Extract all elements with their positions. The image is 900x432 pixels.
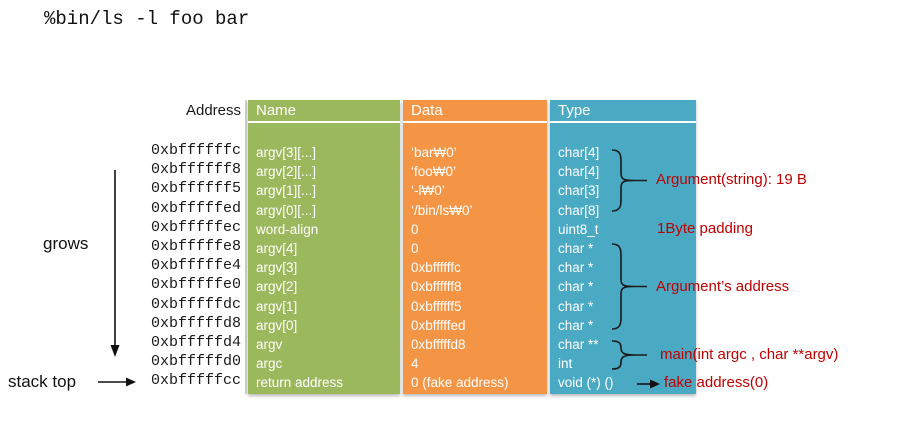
- data-cell: 0: [411, 240, 419, 256]
- annotation-argument-string: Argument(string): 19 B: [656, 171, 807, 188]
- data-cell: 4: [411, 356, 419, 372]
- type-cell: char *: [558, 317, 594, 333]
- type-cell: uint8_t: [558, 221, 599, 237]
- address-cell: 0xbfffffd4: [150, 333, 241, 351]
- data-column-body: ‘bar₩0’ ‘foo₩0’ ‘-l₩0’ ‘/bin/ls₩0’ 0 0 0xbffff…: [403, 123, 547, 392]
- annotation-argument-address: Argument’s address: [656, 278, 790, 295]
- address-cell: 0xbfffffec: [150, 218, 241, 236]
- annotation-main-signature: main(int argc , char **argv): [660, 346, 839, 363]
- address-cell: 0xbfffffdc: [150, 295, 241, 313]
- type-column-header: Type: [550, 100, 696, 123]
- type-cell: void (*) (): [558, 375, 614, 391]
- data-cell: 0xbffffff8: [411, 279, 462, 295]
- address-cell: 0xbffffffc: [150, 142, 241, 159]
- data-cell: ‘bar₩0’: [411, 145, 457, 160]
- type-cell: char *: [558, 260, 594, 276]
- name-cell: argv[2][...]: [256, 164, 317, 180]
- address-column-header: Address: [185, 102, 241, 119]
- address-cell: 0xbfffffd0: [150, 353, 241, 371]
- stack-top-label: stack top: [8, 372, 77, 391]
- name-column-body: argv[3][...] argv[2][...] argv[1][...] argv…: [248, 123, 400, 392]
- name-cell: argv[2]: [256, 279, 298, 295]
- name-column-header: Name: [248, 100, 400, 123]
- name-cell: argv[3][...]: [256, 145, 317, 160]
- data-cell: 0xbfffffed: [411, 317, 466, 333]
- data-cell: ‘-l₩0’: [411, 183, 445, 199]
- data-cell: ‘/bin/ls₩0’: [411, 202, 473, 218]
- data-cell: 0: [411, 221, 419, 237]
- name-cell: argv[4]: [256, 240, 298, 256]
- name-cell: word-align: [256, 221, 319, 237]
- name-cell: argv[1]: [256, 298, 298, 314]
- data-cell: ‘foo₩0’: [411, 164, 457, 180]
- type-cell: char[4]: [558, 164, 600, 180]
- address-cell: 0xbffffff5: [150, 180, 241, 198]
- address-cell: 0xbfffffcc: [150, 372, 241, 390]
- grows-label: grows: [43, 234, 89, 253]
- name-cell: argc: [256, 356, 283, 372]
- type-cell: int: [558, 356, 573, 372]
- data-cell: 0xbffffffc: [411, 260, 461, 276]
- type-cell: char[3]: [558, 183, 600, 199]
- annotation-fake-address: fake address(0): [664, 374, 769, 391]
- data-cell: 0 (fake address): [411, 375, 509, 391]
- address-cell: 0xbfffffe0: [150, 276, 241, 294]
- grows-arrow: [110, 170, 120, 357]
- type-cell: char *: [558, 240, 594, 256]
- name-cell: argv: [256, 336, 283, 352]
- address-cell: 0xbfffffe8: [150, 237, 241, 255]
- type-cell: char **: [558, 336, 599, 352]
- name-cell: argv[0][...]: [256, 202, 317, 218]
- annotation-byte-padding: 1Byte padding: [657, 220, 753, 237]
- data-column-header: Data: [403, 100, 547, 123]
- address-table-divider: [245, 100, 247, 394]
- name-cell: return address: [256, 375, 344, 391]
- data-cell: 0xbffffff5: [411, 298, 462, 314]
- name-cell: argv[3]: [256, 260, 298, 276]
- type-cell: char[8]: [558, 202, 600, 218]
- data-column: Data ‘bar₩0’ ‘foo₩0’ ‘-l₩0’ ‘/bin/ls₩0’ 0 0 0x…: [403, 100, 547, 394]
- type-cell: char[4]: [558, 145, 600, 160]
- name-cell: argv[1][...]: [256, 183, 317, 199]
- address-cell: 0xbfffffe4: [150, 257, 241, 275]
- command-line: %bin/ls -l foo bar: [44, 8, 250, 30]
- type-cell: char *: [558, 298, 594, 314]
- address-cell: 0xbffffff8: [150, 161, 241, 179]
- name-column: Name argv[3][...] argv[2][...] argv[1][...…: [248, 100, 400, 394]
- name-cell: argv[0]: [256, 317, 298, 333]
- address-cell: 0xbfffffed: [150, 199, 241, 217]
- address-cell: 0xbfffffd8: [150, 314, 241, 332]
- data-cell: 0xbfffffd8: [411, 336, 466, 352]
- type-cell: char *: [558, 279, 594, 295]
